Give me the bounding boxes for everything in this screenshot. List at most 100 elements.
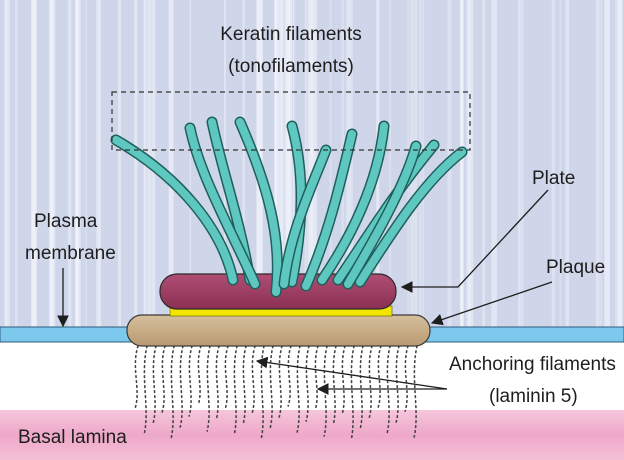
cytoplasm-streak (286, 0, 292, 327)
keratin-filament (280, 146, 330, 288)
anchoring-filament (278, 345, 283, 418)
cytoplasm-streak (118, 0, 122, 327)
cytoplasm-streak (551, 0, 556, 327)
tonofilaments-label: (tonofilaments) (228, 56, 354, 77)
anchoring-filaments-label: Anchoring filaments (449, 354, 616, 375)
cytoplasm-streak (32, 0, 36, 327)
keratin-filament (344, 142, 420, 288)
anchoring-filament (206, 345, 211, 432)
extracellular-space (0, 342, 624, 412)
plaque-arrow (430, 281, 553, 326)
cytoplasm-streak (559, 0, 562, 327)
plate-label: Plate (532, 168, 575, 189)
cytoplasm-streak (617, 0, 622, 327)
anchoring-filament (350, 345, 355, 441)
cytoplasm-streak (518, 0, 524, 327)
cytoplasm-streak (615, 0, 619, 327)
anchoring-filament (188, 345, 193, 417)
anchoring-arrow-upper (255, 356, 448, 390)
plate-leader-line (400, 189, 549, 293)
cytoplasm-streak (311, 0, 317, 327)
cytoplasm-streak (565, 0, 569, 327)
cytoplasm-streak (189, 0, 191, 327)
anchoring-filament (413, 345, 418, 438)
cytoplasm-streaks (4, 0, 623, 327)
anchoring-filament (314, 345, 319, 411)
keratin-filament (236, 118, 282, 296)
cytoplasm-streak (598, 0, 603, 327)
cytoplasm-streak (134, 0, 138, 327)
plaque-label: Plaque (546, 257, 605, 278)
cytoplasm-streak (49, 0, 56, 327)
keratin-filament (186, 124, 259, 288)
anchoring-filament (368, 345, 373, 419)
anchoring-filament (224, 345, 229, 410)
anchoring-filament (404, 345, 409, 412)
cytoplasm-streak (75, 0, 81, 327)
cytoplasm-streak (277, 0, 283, 327)
cytoplasm-streak (461, 0, 464, 327)
cytoplasm-streak (468, 0, 474, 327)
cytoplasm-streak (51, 0, 53, 327)
keratin-filament (318, 122, 388, 284)
laminin-label: (laminin 5) (489, 386, 578, 407)
anchoring-filament (359, 345, 364, 430)
basal-lamina-label: Basal lamina (18, 427, 127, 448)
anchoring-filament (134, 345, 139, 409)
keratin-dashed-box (111, 91, 471, 151)
anchoring-filament (296, 345, 301, 433)
membrane-label: membrane (25, 243, 116, 264)
cytoplasm-streak (281, 0, 285, 327)
keratin-filament (356, 148, 466, 286)
anchoring-filaments (134, 345, 418, 441)
anchoring-filament (332, 345, 337, 426)
cytoplasm-streak (618, 0, 623, 327)
cytoplasm-streak (482, 0, 485, 327)
keratin-filament (302, 130, 356, 290)
cytoplasm-streak (49, 0, 55, 327)
anchoring-filament (260, 345, 265, 440)
anchoring-filament (170, 345, 175, 439)
anchoring-filament (215, 345, 220, 421)
cytoplasm-streak (51, 0, 53, 327)
cytoplasm-streak (15, 0, 18, 327)
cytoplasm-streak (85, 0, 88, 327)
cytoplasm-streak (292, 0, 295, 327)
keratin-filaments (110, 116, 468, 298)
cytoplasm-streak (596, 0, 599, 327)
anchoring-filament (251, 345, 256, 414)
cytoplasm-streak (68, 0, 72, 327)
anchoring-filament (386, 345, 391, 434)
cytoplasm-streak (96, 0, 101, 327)
cytoplasm-streak (5, 0, 11, 327)
anchoring-filament (269, 345, 274, 429)
cytoplasm-streak (306, 0, 310, 327)
cytoplasm-streak (4, 0, 8, 327)
cytoplasm-streak (604, 0, 610, 327)
plaque-body (126, 314, 431, 347)
cytoplasm-streak (491, 0, 497, 327)
cytoplasm-streak (242, 0, 245, 327)
cytoplasm-streak (304, 0, 306, 327)
keratin-filaments-label: Keratin filaments (220, 24, 362, 45)
cytoplasm-streak (389, 0, 391, 327)
cytoplasm-streak (31, 0, 37, 327)
cytoplasm-streak (518, 0, 521, 327)
cytoplasm-streak (329, 0, 332, 327)
cytoplasm-streak (168, 0, 174, 327)
cytoplasm-streak (274, 0, 277, 327)
cytoplasm-streak (466, 0, 471, 327)
cytoplasm-streak (349, 0, 354, 327)
basal-lamina-layer (0, 410, 624, 460)
anchoring-filament (197, 345, 202, 406)
keratin-filament (112, 136, 237, 284)
anchoring-filament (341, 345, 346, 415)
cytoplasm-streak (309, 0, 313, 327)
anchoring-filament (395, 345, 400, 423)
anchoring-filament (242, 345, 247, 425)
cytoplasm-streak (308, 0, 310, 327)
anchoring-filament (161, 345, 166, 413)
plasma-label: Plasma (34, 211, 98, 232)
